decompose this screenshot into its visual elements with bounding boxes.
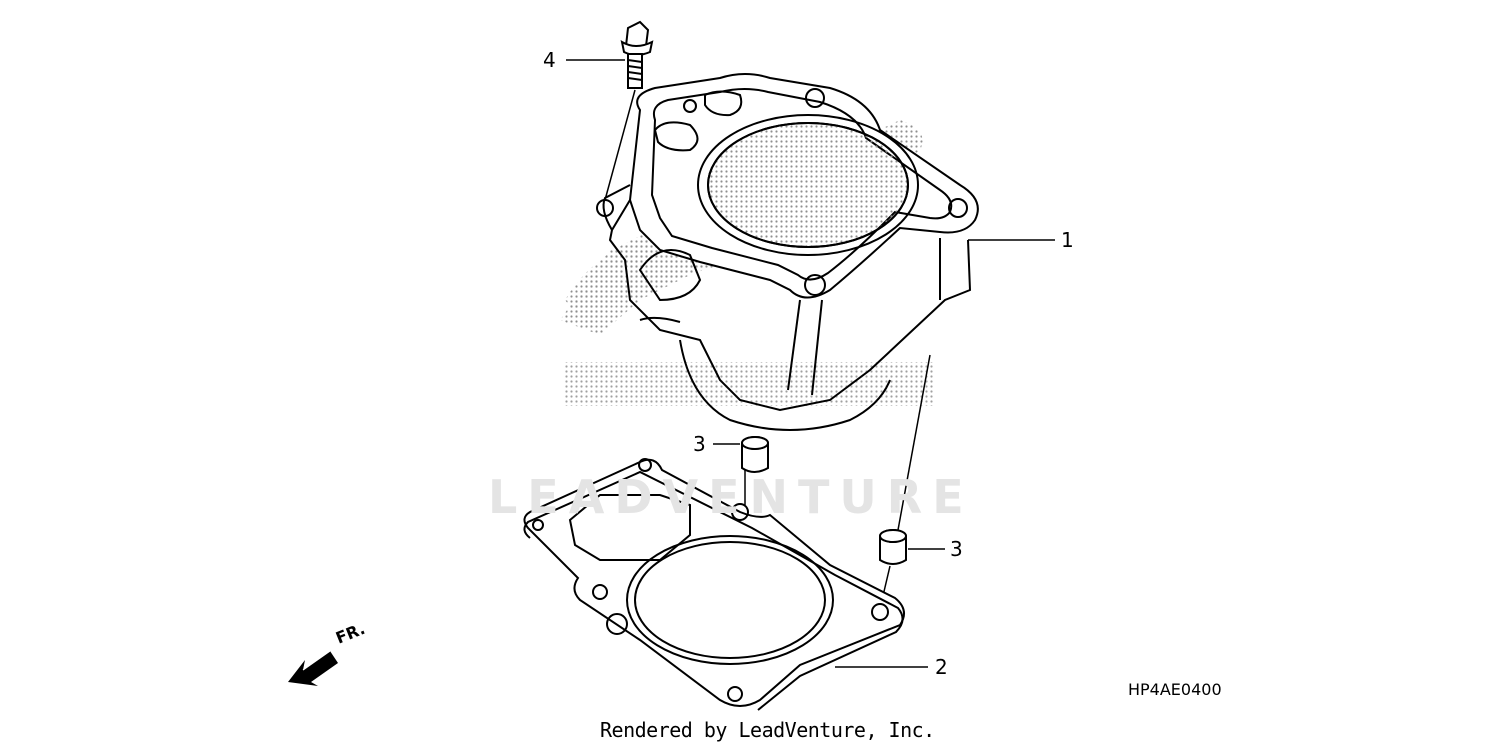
callout-3-right[interactable]: 3 xyxy=(950,537,963,561)
render-credit: Rendered by LeadVenture, Inc. xyxy=(600,718,935,742)
dowel-pin-left[interactable] xyxy=(741,436,769,473)
callout-4[interactable]: 4 xyxy=(543,48,556,72)
gasket-part[interactable] xyxy=(523,458,905,711)
callout-2[interactable]: 2 xyxy=(935,655,948,679)
bolt-part[interactable] xyxy=(620,20,654,89)
callout-3-left[interactable]: 3 xyxy=(693,432,706,456)
dowel-axis-right xyxy=(897,354,931,531)
callout-leader-lines xyxy=(566,59,1055,668)
front-direction-arrow-icon xyxy=(288,650,338,686)
dowel-pin-right[interactable] xyxy=(879,529,907,565)
leadventure-watermark: LEADVENTURE xyxy=(488,470,974,524)
bolt-axis-line xyxy=(604,89,636,201)
diagram-code: HP4AE0400 xyxy=(1128,680,1222,699)
callout-1[interactable]: 1 xyxy=(1061,228,1074,252)
